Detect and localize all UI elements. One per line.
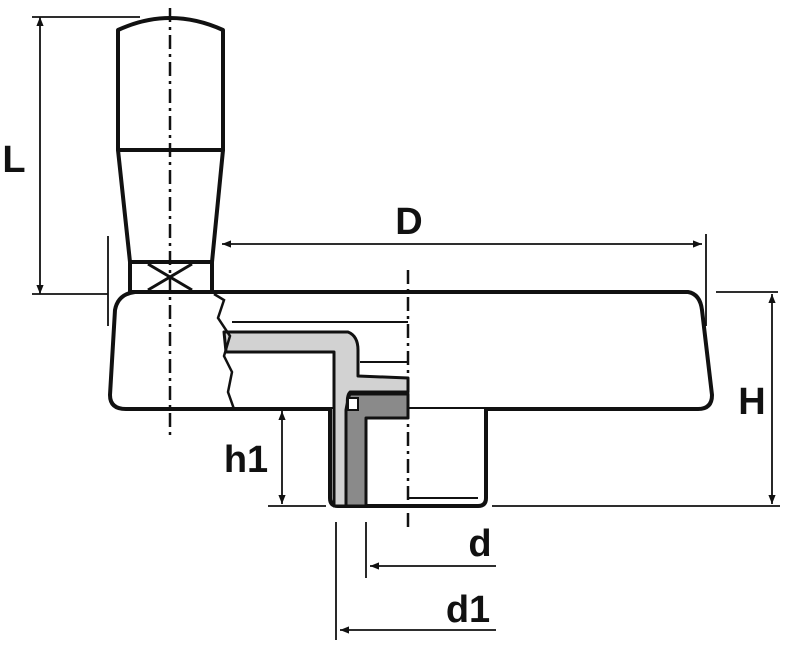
handle-grip (116, 16, 225, 264)
dimension-label-D: D (395, 201, 422, 243)
dimension-label-d1: d1 (446, 589, 490, 631)
section-insert-dark (344, 392, 410, 508)
dimension-label-h1: h1 (224, 439, 268, 481)
section-break-line (213, 292, 236, 410)
dimension-label-H: H (738, 381, 765, 423)
center-lines (168, 8, 410, 528)
wheel-body (108, 290, 714, 411)
dimension-label-d: d (468, 523, 491, 565)
dimension-label-L: L (2, 139, 25, 181)
dimension-lines (32, 16, 780, 640)
handle-collar (128, 260, 214, 294)
